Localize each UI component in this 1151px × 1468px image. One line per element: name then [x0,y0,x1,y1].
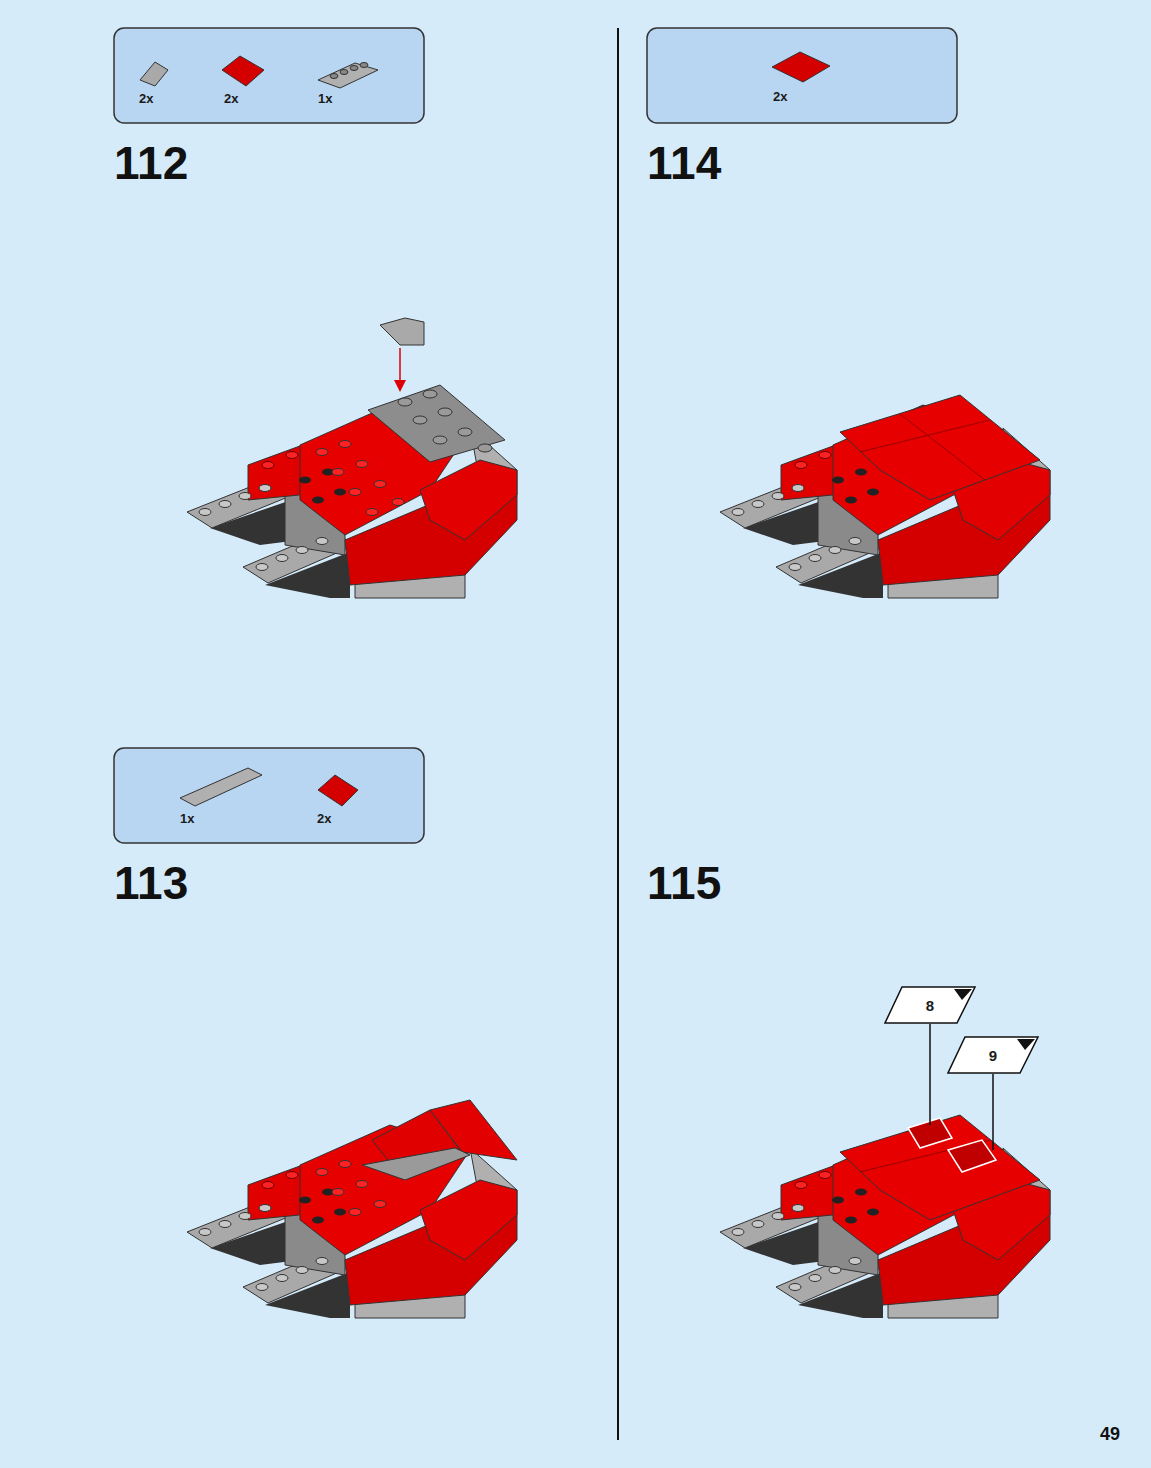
part-count: 2x [317,811,331,826]
model-112 [187,405,517,598]
step-114-detail [840,395,1040,500]
sticker-callout: 9 [947,1036,1039,1074]
step-number: 115 [647,856,721,910]
part-count: 2x [139,91,153,106]
step-number: 112 [114,136,188,190]
sticker-callout: 8 [884,986,976,1024]
parts-box: 2x [647,28,957,123]
part-count: 1x [180,811,194,826]
step-112-detail [316,318,505,516]
step-115-detail [840,1024,1040,1220]
part-count: 2x [224,91,238,106]
sticker-number: 9 [989,1047,997,1064]
step-number: 113 [114,856,188,910]
parts-box: 2x 2x 1x [114,28,424,123]
sticker-number: 8 [926,997,934,1014]
parts-box: 1x 2x [114,748,424,843]
step-number: 114 [647,136,721,190]
step-113-detail [316,1100,517,1216]
part-count: 2x [773,89,787,104]
part-icons [140,52,830,806]
part-count: 1x [318,91,332,106]
page-number: 49 [1100,1424,1120,1445]
model-113 [187,1125,517,1318]
